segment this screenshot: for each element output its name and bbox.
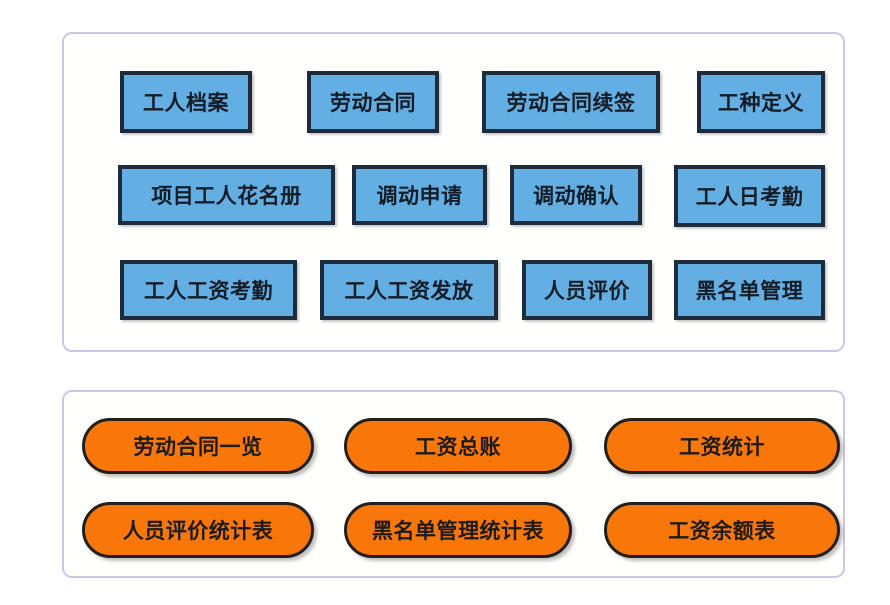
report-row: 劳动合同一览 工资总账 工资统计	[64, 418, 843, 474]
module-buttons-panel: 工人档案 劳动合同 劳动合同续签 工种定义 项目工人花名册 调动申请 调动确认 …	[62, 32, 845, 352]
module-button-transfer-application[interactable]: 调动申请	[352, 165, 487, 225]
module-button-worker-archive[interactable]: 工人档案	[120, 71, 252, 133]
module-button-worker-wage-attendance[interactable]: 工人工资考勤	[120, 260, 297, 320]
module-row: 项目工人花名册 调动申请 调动确认 工人日考勤	[64, 165, 843, 227]
module-row: 工人档案 劳动合同 劳动合同续签 工种定义	[64, 71, 843, 133]
report-button-wage-ledger[interactable]: 工资总账	[344, 418, 572, 474]
report-button-blacklist-management-statistics[interactable]: 黑名单管理统计表	[344, 502, 572, 558]
report-button-wage-statistics[interactable]: 工资统计	[604, 418, 840, 474]
module-button-labor-contract-renewal[interactable]: 劳动合同续签	[482, 71, 660, 133]
module-row: 工人工资考勤 工人工资发放 人员评价 黑名单管理	[64, 260, 843, 322]
module-button-worker-wage-payment[interactable]: 工人工资发放	[320, 260, 498, 320]
module-button-project-worker-roster[interactable]: 项目工人花名册	[118, 165, 335, 225]
module-button-job-type-definition[interactable]: 工种定义	[697, 71, 825, 133]
report-buttons-panel: 劳动合同一览 工资总账 工资统计 人员评价统计表 黑名单管理统计表 工资余额表	[62, 390, 845, 578]
module-button-personnel-evaluation[interactable]: 人员评价	[522, 260, 652, 320]
module-button-transfer-confirmation[interactable]: 调动确认	[510, 165, 642, 225]
report-button-labor-contract-list[interactable]: 劳动合同一览	[82, 418, 314, 474]
module-button-blacklist-management[interactable]: 黑名单管理	[674, 260, 825, 320]
report-button-personnel-evaluation-statistics[interactable]: 人员评价统计表	[82, 502, 314, 558]
report-row: 人员评价统计表 黑名单管理统计表 工资余额表	[64, 502, 843, 558]
report-button-wage-balance-sheet[interactable]: 工资余额表	[604, 502, 840, 558]
module-button-labor-contract[interactable]: 劳动合同	[307, 71, 439, 133]
module-button-worker-daily-attendance[interactable]: 工人日考勤	[674, 165, 825, 227]
